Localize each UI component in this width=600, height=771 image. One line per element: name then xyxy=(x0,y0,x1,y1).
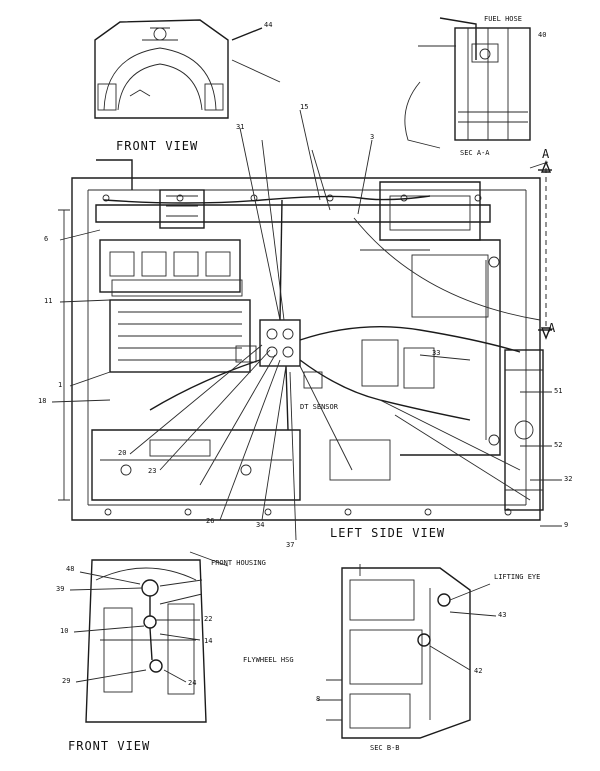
lifting-eye-label: LIFTING EYE xyxy=(494,573,541,581)
fuel-hose-label: FUEL HOSE xyxy=(484,15,522,23)
section-a-top-marker: A xyxy=(542,147,551,161)
callout-48: 48 xyxy=(66,565,75,573)
fuel-hose-inset xyxy=(404,17,531,149)
callout-10: 10 xyxy=(60,627,69,635)
callout-15: 15 xyxy=(300,103,309,111)
left-side-view xyxy=(71,159,544,521)
callout-1: 1 xyxy=(58,381,63,389)
callout-32: 32 xyxy=(564,475,573,483)
callout-18: 18 xyxy=(38,397,47,405)
section-b-b-label: SEC B-B xyxy=(370,744,400,752)
callout-14: 14 xyxy=(204,637,213,645)
callout-24: 24 xyxy=(188,679,197,687)
left-dimension-line xyxy=(58,209,70,501)
callout-31: 31 xyxy=(236,123,245,131)
front-housing-label: FRONT HOUSING xyxy=(211,559,266,567)
section-a-right-marker: A xyxy=(548,321,557,335)
callout-20: 20 xyxy=(118,449,127,457)
wiring-harness xyxy=(103,139,541,431)
callout-8: 8 xyxy=(316,695,321,703)
front-view-top-title: FRONT VIEW xyxy=(116,139,199,153)
callout-37: 37 xyxy=(286,541,295,549)
callout-44: 44 xyxy=(264,21,273,29)
left-side-view-title: LEFT SIDE VIEW xyxy=(330,526,446,540)
front-view-top-inset xyxy=(94,19,281,119)
callout-40: 40 xyxy=(538,31,547,39)
callout-9: 9 xyxy=(564,521,569,529)
front-view-bottom-inset xyxy=(69,551,229,723)
callout-39: 39 xyxy=(56,585,65,593)
leader-lines xyxy=(51,109,562,541)
flywheel-hsg-label: FLYWHEEL HSG xyxy=(243,656,294,664)
callout-3: 3 xyxy=(370,133,375,141)
callout-34: 34 xyxy=(256,521,265,529)
section-a-a-cut-line xyxy=(538,160,552,340)
callout-6: 6 xyxy=(44,235,49,243)
callout-11: 11 xyxy=(44,297,53,305)
dt-sensor-label: DT SENSOR xyxy=(300,403,338,411)
callout-52: 52 xyxy=(554,441,563,449)
callout-22: 22 xyxy=(204,615,213,623)
callout-43: 43 xyxy=(498,611,507,619)
callout-29: 29 xyxy=(62,677,71,685)
callout-26: 26 xyxy=(206,517,215,525)
callout-23: 23 xyxy=(148,467,157,475)
callout-33: 33 xyxy=(432,349,441,357)
front-view-bottom-title: FRONT VIEW xyxy=(68,739,151,753)
section-a-a-label: SEC A-A xyxy=(460,149,490,157)
flywheel-housing-inset xyxy=(318,564,497,739)
callout-51: 51 xyxy=(554,387,563,395)
callout-42: 42 xyxy=(474,667,483,675)
